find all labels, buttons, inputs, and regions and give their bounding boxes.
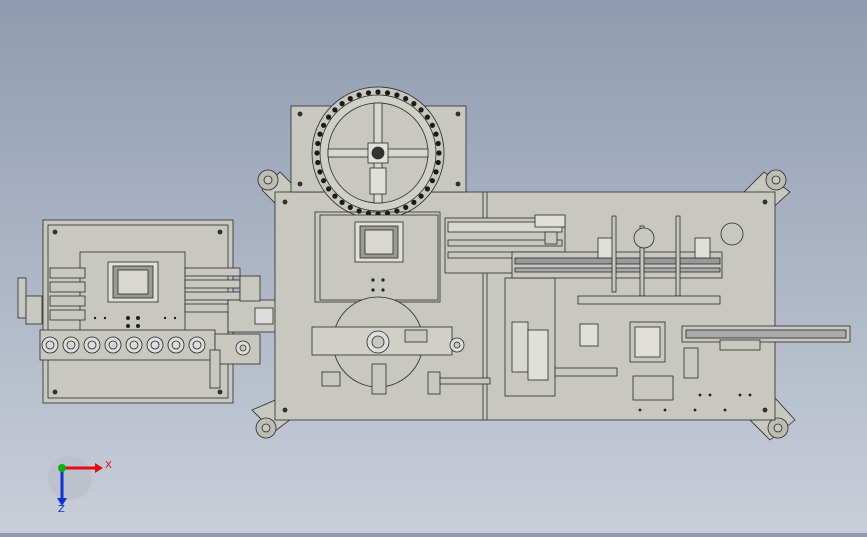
axis-triad: X Z bbox=[48, 456, 112, 515]
wheel-hole bbox=[435, 140, 441, 147]
wheel-hole bbox=[403, 204, 409, 210]
wheel-hole bbox=[394, 208, 400, 214]
wheel-hole bbox=[339, 101, 345, 107]
wheel-hole bbox=[315, 159, 321, 166]
wheel-hole bbox=[424, 186, 430, 192]
left-feeder-module bbox=[17, 219, 279, 404]
wheel-hole bbox=[429, 122, 435, 128]
wheel-hole bbox=[435, 159, 441, 166]
x-axis-label: X bbox=[105, 460, 112, 471]
center-station bbox=[311, 211, 491, 395]
wheel-hole bbox=[347, 204, 353, 210]
wheel-hole bbox=[403, 96, 409, 102]
wheel-hole bbox=[317, 169, 323, 175]
wheel-hole bbox=[332, 107, 338, 113]
wheel-hole bbox=[356, 208, 362, 214]
wheel-hole bbox=[411, 199, 417, 205]
z-axis-arrowhead bbox=[57, 498, 67, 506]
window-cutout bbox=[632, 375, 674, 401]
wheel-hole bbox=[429, 178, 435, 184]
wheel-hole bbox=[347, 96, 353, 102]
wheel-hole bbox=[433, 131, 439, 137]
wheel-hole bbox=[321, 122, 327, 128]
wheel-hole bbox=[418, 107, 424, 113]
left-cylinder bbox=[17, 277, 27, 319]
wheel-hole bbox=[411, 101, 417, 107]
wheel-hole bbox=[418, 193, 424, 199]
small-block bbox=[579, 323, 599, 347]
wheel-hole bbox=[339, 199, 345, 205]
wheel-hole bbox=[394, 92, 400, 98]
wheel-hole bbox=[433, 169, 439, 175]
x-axis-arrowhead bbox=[95, 463, 103, 473]
wheel-hole bbox=[365, 90, 372, 96]
wheel-hole bbox=[317, 131, 323, 137]
wheel-hole bbox=[424, 114, 430, 120]
wheel-hole bbox=[314, 150, 320, 156]
wheel-hole bbox=[321, 178, 327, 184]
wheel-hole bbox=[436, 150, 442, 156]
wheel-hole bbox=[315, 140, 321, 147]
wheel-hole bbox=[356, 92, 362, 98]
right-assemblies bbox=[444, 214, 851, 412]
wheel-hole bbox=[332, 193, 338, 199]
rotary-indexer bbox=[290, 86, 467, 220]
wheel-hole bbox=[375, 89, 381, 95]
wheel-hole bbox=[326, 114, 332, 120]
wheel-hole bbox=[326, 186, 332, 192]
wheel-hole bbox=[384, 90, 391, 96]
y-axis-dot bbox=[58, 464, 66, 472]
z-axis-label: Z bbox=[58, 504, 65, 515]
